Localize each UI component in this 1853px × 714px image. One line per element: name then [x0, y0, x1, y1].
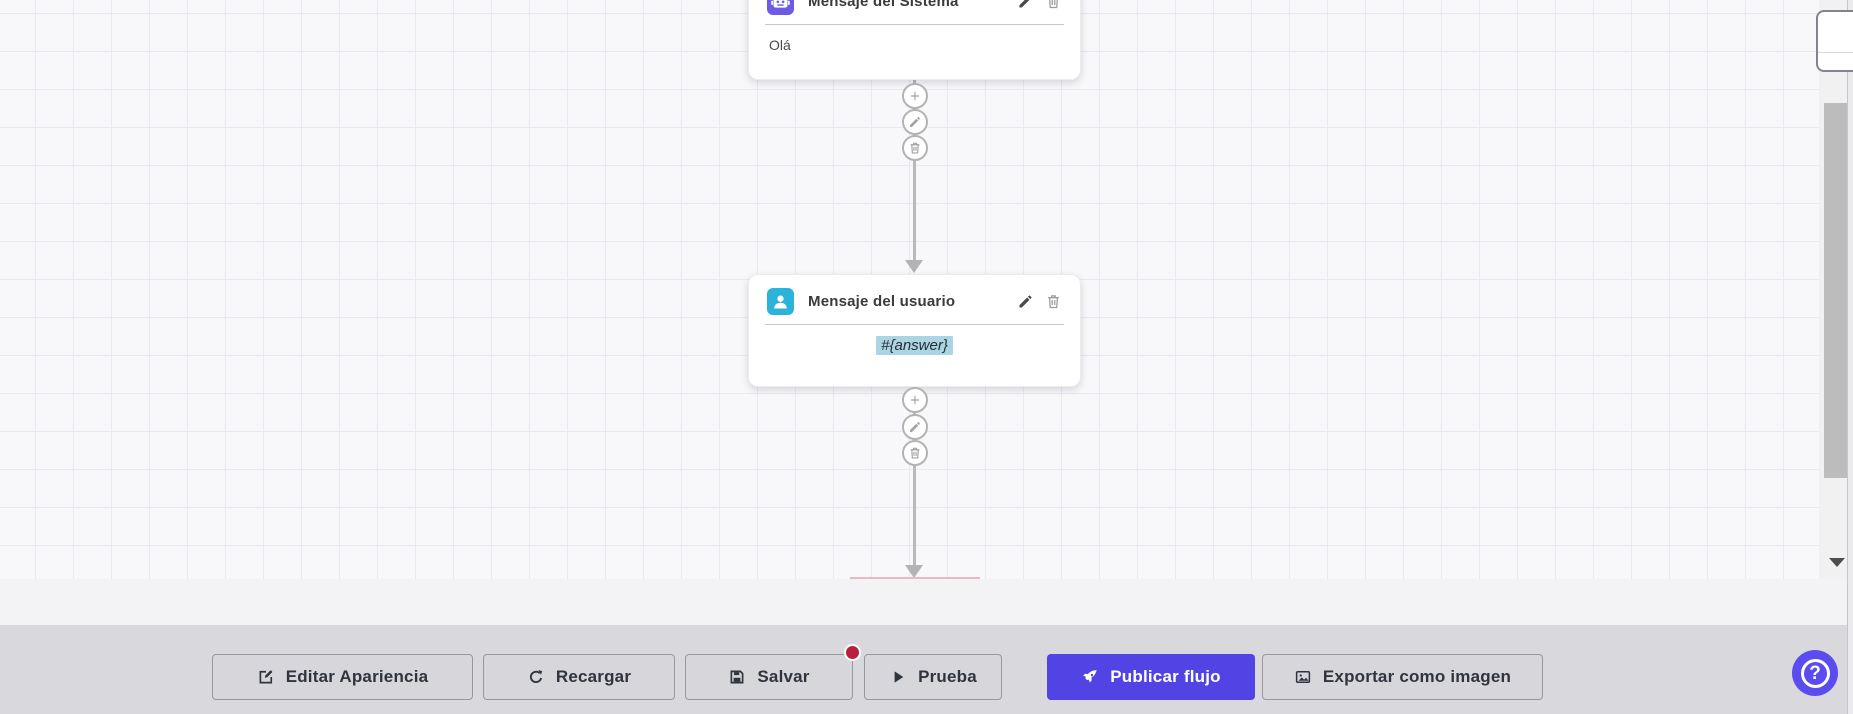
trash-icon — [910, 142, 920, 154]
play-icon — [894, 671, 904, 683]
button-label: Exportar como imagen — [1322, 667, 1512, 686]
scroll-down-arrow-icon[interactable] — [1829, 558, 1845, 567]
trash-icon — [910, 447, 920, 459]
image-icon — [1295, 671, 1311, 683]
button-label: Publicar flujo — [1110, 667, 1221, 686]
user-icon — [767, 288, 794, 315]
rocket-icon — [1083, 670, 1097, 683]
arrowhead-icon — [905, 260, 923, 273]
node-title: Mensaje del usuario — [808, 293, 956, 310]
flow-canvas[interactable]: Mensaje del Sistema Olá Mensaje d — [0, 0, 1820, 579]
canvas-footer-strip — [0, 579, 1847, 625]
add-node-button[interactable] — [902, 387, 928, 413]
button-label: Editar Apariencia — [285, 667, 429, 686]
node-title: Mensaje del Sistema — [808, 0, 959, 10]
save-icon — [730, 670, 744, 684]
pencil-icon[interactable] — [1017, 0, 1034, 10]
reload-button[interactable]: Recargar — [483, 654, 675, 700]
variable-chip[interactable]: #{answer} — [876, 336, 953, 355]
connector-line — [913, 387, 916, 567]
page-scrollbar-track[interactable] — [1847, 0, 1853, 714]
refresh-icon — [529, 669, 542, 684]
node-content: Olá — [769, 37, 791, 53]
edit-appearance-button[interactable]: Editar Apariencia — [212, 654, 473, 700]
delete-connection-button[interactable] — [902, 440, 928, 466]
save-button[interactable]: Salvar — [685, 654, 853, 700]
pencil-icon — [910, 422, 920, 432]
divider — [1818, 52, 1853, 53]
connector-line — [913, 80, 916, 262]
divider — [765, 324, 1064, 325]
plus-icon — [910, 395, 920, 405]
edit-icon — [259, 670, 272, 684]
trash-icon[interactable] — [1045, 0, 1062, 10]
question-icon: ? — [1800, 658, 1830, 688]
node-header: Mensaje del Sistema — [749, 0, 1080, 24]
button-label: Salvar — [757, 667, 810, 686]
export-image-button[interactable]: Exportar como imagen — [1262, 654, 1543, 700]
canvas-scrollbar-thumb[interactable] — [1824, 103, 1848, 478]
pencil-icon[interactable] — [1017, 293, 1034, 310]
canvas-controls-panel[interactable] — [1816, 10, 1853, 72]
unsaved-changes-badge — [844, 644, 861, 661]
offscreen-node-top-edge — [850, 577, 980, 579]
arrowhead-icon — [905, 565, 923, 578]
test-button[interactable]: Prueba — [864, 654, 1002, 700]
button-label: Prueba — [918, 667, 977, 686]
delete-connection-button[interactable] — [902, 135, 928, 161]
pencil-icon — [910, 117, 920, 127]
node-user-message[interactable]: Mensaje del usuario #{answer} — [748, 274, 1081, 387]
node-system-message[interactable]: Mensaje del Sistema Olá — [748, 0, 1081, 80]
divider — [765, 24, 1064, 25]
edit-connection-button[interactable] — [902, 109, 928, 135]
help-button[interactable]: ? — [1792, 650, 1838, 696]
publish-flow-button[interactable]: Publicar flujo — [1047, 654, 1255, 700]
button-label: Recargar — [555, 667, 632, 686]
plus-icon — [910, 91, 920, 101]
bottom-toolbar: Editar Apariencia Recargar Salvar Prueba… — [0, 625, 1847, 714]
node-header: Mensaje del usuario — [749, 275, 1080, 324]
robot-icon — [767, 0, 794, 15]
trash-icon[interactable] — [1045, 293, 1062, 310]
add-node-button[interactable] — [902, 83, 928, 109]
edit-connection-button[interactable] — [902, 414, 928, 440]
